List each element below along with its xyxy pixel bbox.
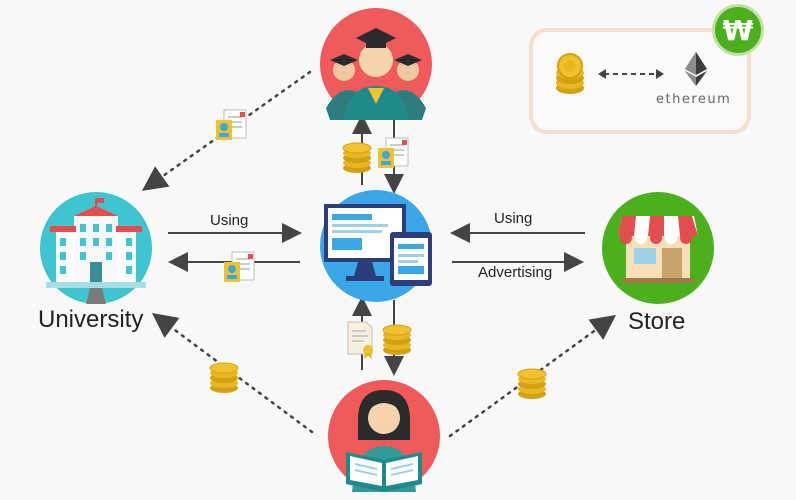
ethereum-logo-icon (685, 52, 707, 86)
coin-stack-icon (517, 368, 547, 399)
student-reading-icon (328, 380, 440, 492)
dotted-graduates-to-university (141, 70, 312, 191)
coin-stack-icon (382, 324, 412, 355)
currency-badge: ₩ (712, 4, 764, 56)
university-label: University (38, 306, 144, 333)
resume-document-icon (216, 109, 247, 140)
computer-tablet-icon (320, 190, 432, 302)
resume-document-icon (224, 251, 255, 282)
store-shop-icon (602, 192, 714, 304)
store-label: Store (628, 308, 686, 335)
certificate-icon (347, 321, 373, 359)
legend-box (529, 28, 751, 134)
resume-document-icon (378, 137, 409, 168)
double-arrow-icon (598, 69, 664, 79)
university-building-icon (40, 192, 152, 304)
dotted-student-to-store (448, 315, 617, 438)
coin-stack-icon (556, 53, 584, 94)
ethereum-wordmark: ethereum (656, 92, 732, 107)
edge-label-store-using: Using (494, 210, 533, 227)
coin-stack-icon (209, 362, 239, 393)
graduates-icon (320, 8, 432, 120)
coin-stack-icon (342, 142, 372, 173)
edge-label-university-using: Using (210, 212, 249, 229)
won-symbol: ₩ (722, 13, 754, 47)
edge-label-advertising: Advertising (478, 264, 553, 281)
